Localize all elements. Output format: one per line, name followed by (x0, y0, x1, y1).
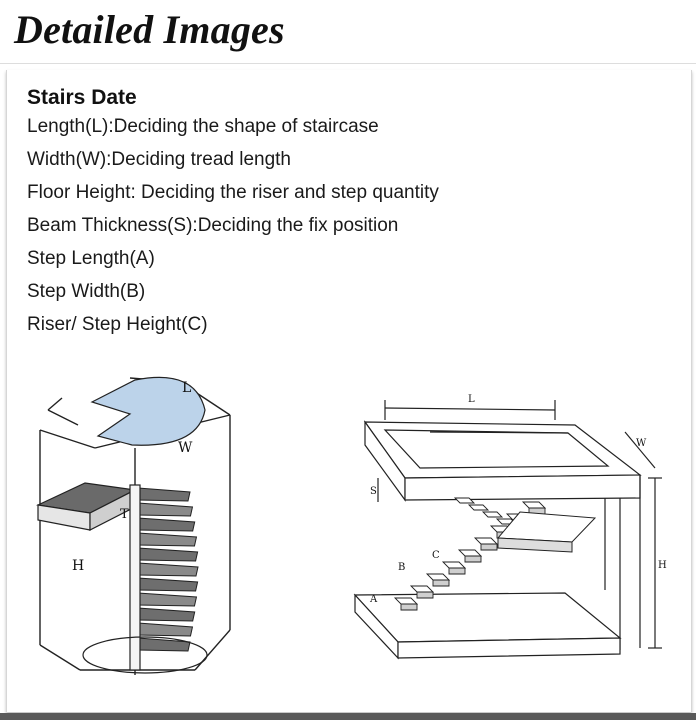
straight-label-c: C (432, 550, 440, 561)
header-divider (0, 63, 696, 64)
stair-riser (416, 591, 434, 599)
spec-width: Width(W):Deciding tread length (27, 149, 291, 170)
spiral-step (137, 502, 194, 517)
top-landing (90, 376, 206, 446)
straight-label-w: W (636, 438, 647, 449)
header: Detailed Images (0, 0, 696, 64)
spec-beam-thickness: Beam Thickness(S):Deciding the fix posit… (27, 215, 399, 236)
stair-tread (481, 511, 504, 518)
straight-label-s: S (370, 486, 377, 497)
stair-riser (464, 555, 482, 563)
stair-tread (453, 497, 476, 504)
spec-floor-height: Floor Height: Deciding the riser and ste… (27, 182, 439, 203)
page-title: Detailed Images (14, 7, 285, 52)
specs-title: Stairs Date (27, 86, 137, 109)
stair-tread (409, 585, 435, 593)
spiral-step (137, 547, 199, 562)
spec-riser-height: Riser/ Step Height(C) (27, 314, 208, 335)
straight-label-a: A (369, 594, 378, 605)
spiral-step (137, 562, 199, 577)
spiral-step (137, 532, 198, 547)
spiral-label-t: T (120, 507, 129, 522)
stair-tread (467, 504, 490, 511)
straight-label-h: H (658, 560, 667, 571)
spiral-step (137, 577, 199, 592)
stair-riser (432, 579, 450, 587)
spiral-label-w: W (178, 440, 193, 456)
spiral-step (137, 592, 198, 607)
spiral-label-l: L (182, 380, 191, 396)
bottom-bar (0, 713, 696, 720)
straight-stair-diagram: L W S H B C A (353, 394, 667, 660)
spiral-step (137, 622, 194, 637)
spec-step-width: Step Width(B) (27, 281, 146, 302)
stair-tread (457, 549, 483, 557)
spiral-step (137, 517, 196, 532)
stair-tread (473, 537, 499, 545)
spiral-step (137, 487, 191, 502)
spiral-step (137, 607, 196, 622)
spiral-label-h: H (72, 558, 84, 574)
stair-riser (480, 543, 498, 551)
spiral-step (137, 637, 191, 652)
stair-tread (521, 501, 547, 509)
straight-label-l: L (468, 394, 475, 405)
stair-tread (441, 561, 467, 569)
stair-riser (448, 567, 466, 575)
spec-step-length: Step Length(A) (27, 248, 155, 269)
stair-tread (425, 573, 451, 581)
straight-label-b: B (398, 562, 405, 573)
stair-riser (400, 603, 418, 611)
spiral-stair-diagram: L W H T (35, 376, 231, 675)
specs-list: Length(L):Deciding the shape of staircas… (27, 114, 439, 345)
spec-length: Length(L):Deciding the shape of staircas… (27, 116, 379, 137)
